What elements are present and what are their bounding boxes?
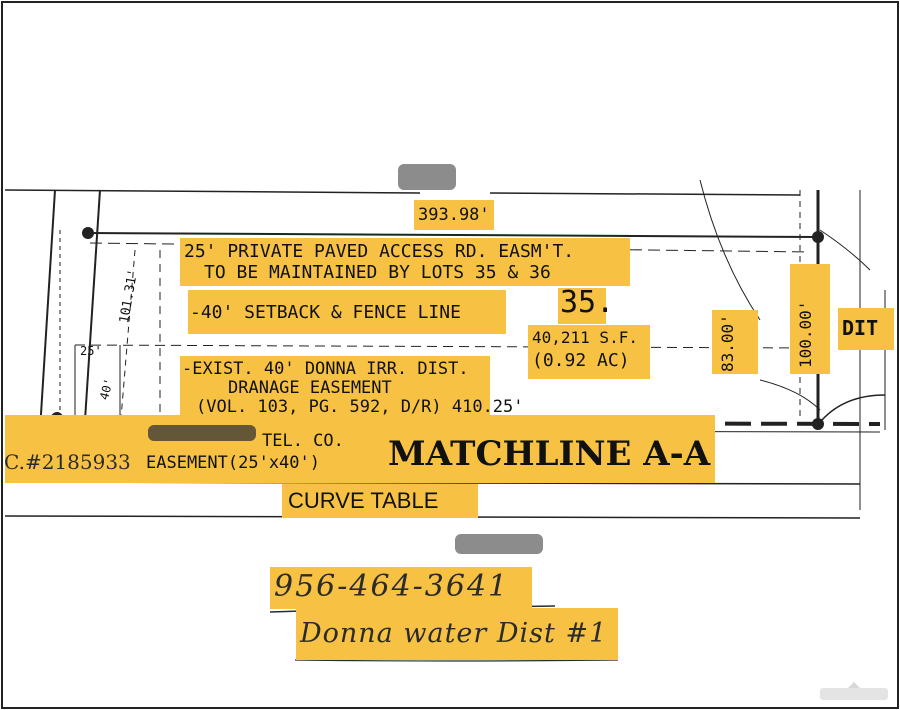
easement-label: EASEMENT(25'x40') xyxy=(146,453,320,473)
right-dimension-100: 100.00' xyxy=(796,300,815,368)
highlight-district xyxy=(296,608,618,660)
highlight-curve-table xyxy=(282,484,478,518)
lot-number: 35. xyxy=(560,285,615,320)
highlight-top-distance xyxy=(414,200,494,230)
watermark-logo-icon xyxy=(820,682,888,700)
highlight-setback xyxy=(188,290,506,334)
document-number: C.#2185933 xyxy=(4,450,131,474)
scribble-redaction-mid xyxy=(148,425,256,441)
highlight-dim-100 xyxy=(790,264,830,374)
drainage-easement-line1: -EXIST. 40' DONNA IRR. DIST. xyxy=(182,359,469,379)
access-easement-line1: 25' PRIVATE PAVED ACCESS RD. EASM'T. xyxy=(184,241,575,262)
lot-area-ac: (0.92 AC) xyxy=(532,350,630,371)
access-easement-line2: TO BE MAINTAINED BY LOTS 35 & 36 xyxy=(204,262,551,283)
highlight-access-easement xyxy=(180,238,630,286)
highlight-dit xyxy=(838,308,894,350)
highlight-phone xyxy=(270,567,532,609)
highlight-matchline-band xyxy=(5,415,715,483)
drainage-easement-line2: DRANAGE EASEMENT xyxy=(228,378,392,398)
setback-label: -40' SETBACK & FENCE LINE xyxy=(190,302,461,323)
curve-table-title: CURVE TABLE xyxy=(288,488,439,513)
highlight-lot-number xyxy=(558,288,606,324)
scribble-redaction-bottom xyxy=(455,534,543,554)
handwritten-phone: 956-464-3641 xyxy=(274,569,510,604)
top-distance-label: 393.98' xyxy=(418,205,490,225)
highlight-drainage xyxy=(180,356,490,420)
scribble-redaction-top xyxy=(398,164,456,190)
matchline-label: MATCHLINE A-A xyxy=(388,434,711,474)
lot-area-sf: 40,211 S.F. xyxy=(532,328,638,347)
highlight-dim-83 xyxy=(712,310,758,374)
right-cut-label: DIT xyxy=(842,316,879,340)
tel-co-label: TEL. CO. xyxy=(262,431,344,451)
handwritten-district: Donna water Dist #1 xyxy=(300,618,608,649)
highlight-area xyxy=(528,325,650,379)
left-dimension-25: 25' xyxy=(80,344,102,358)
drainage-easement-line3: (VOL. 103, PG. 592, D/R) 410.25' xyxy=(196,397,524,417)
right-dimension-83: 83.00' xyxy=(718,314,737,372)
